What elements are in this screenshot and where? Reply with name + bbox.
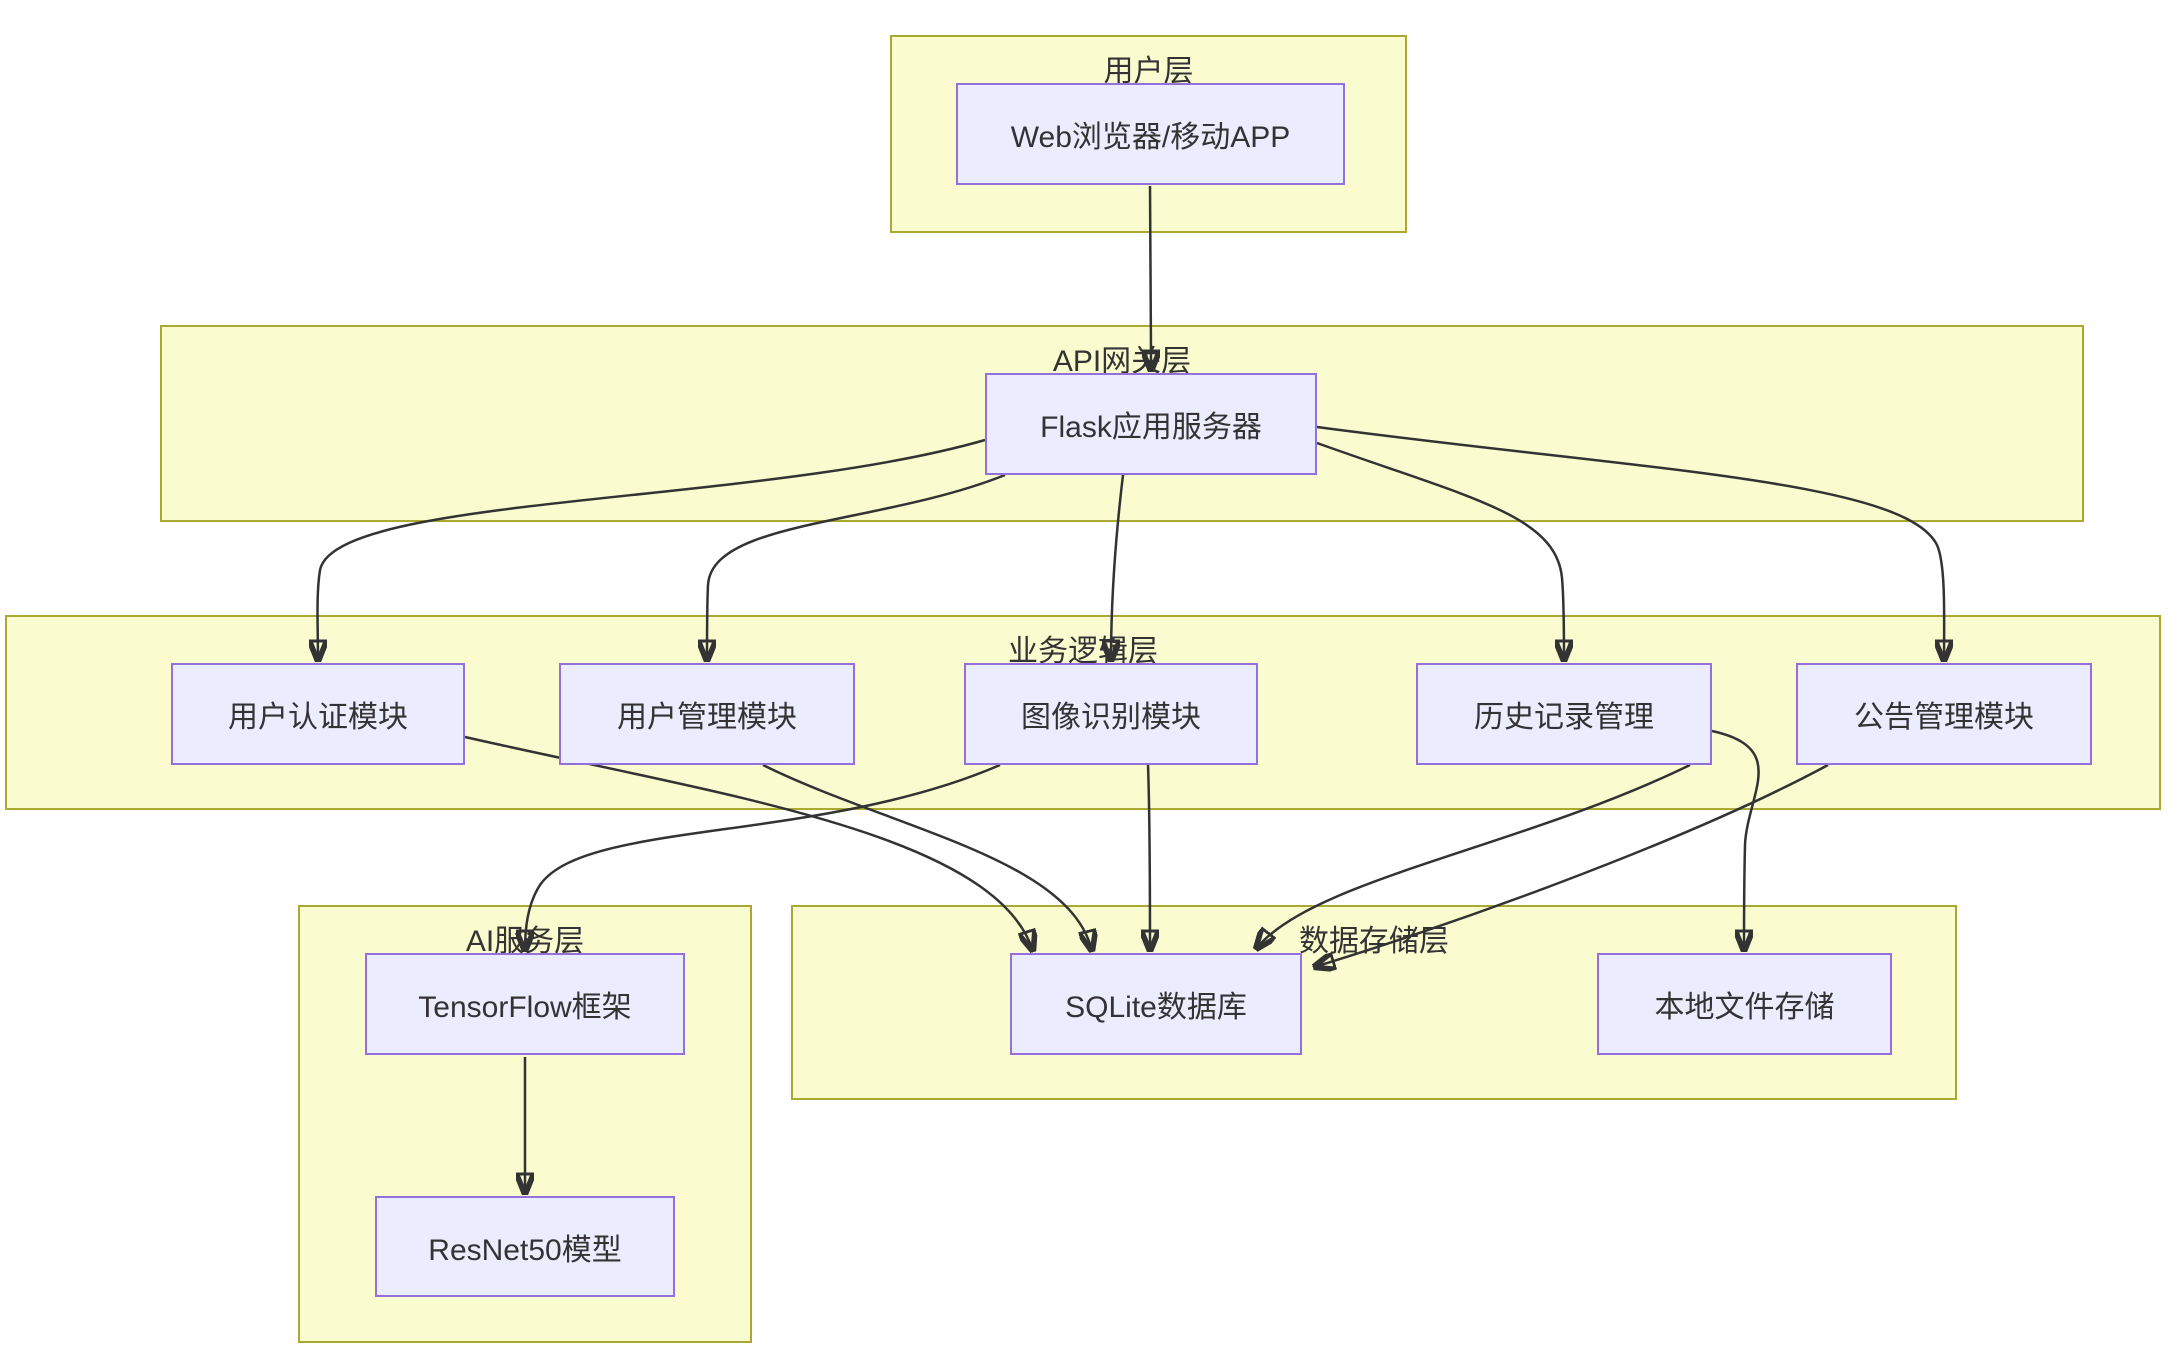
node-announcement-management-module-label: 公告管理模块 [1854,701,2034,734]
node-image-recognition-module: 图像识别模块 [964,663,1258,765]
node-sqlite-database-label: SQLite数据库 [1065,991,1247,1024]
node-local-file-storage-label: 本地文件存储 [1654,991,1835,1024]
cluster-business-logic-layer-label: 业务逻辑层 [1008,635,1158,668]
node-resnet50-model-label: ResNet50模型 [428,1233,622,1267]
node-flask-app-server: Flask应用服务器 [985,373,1317,475]
node-history-record-management-label: 历史记录管理 [1474,701,1654,734]
cluster-user-layer-label: 用户层 [1103,55,1194,88]
node-resnet50-model: ResNet50模型 [375,1196,675,1297]
node-web-browser-mobile-app: Web浏览器/移动APP [956,83,1345,185]
node-user-auth-module-label: 用户认证模块 [228,701,408,734]
node-user-management-module: 用户管理模块 [559,663,855,765]
node-image-recognition-module-label: 图像识别模块 [1021,701,1201,734]
node-tensorflow-framework: TensorFlow框架 [365,953,685,1055]
node-local-file-storage: 本地文件存储 [1597,953,1892,1055]
node-announcement-management-module: 公告管理模块 [1796,663,2092,765]
node-history-record-management: 历史记录管理 [1416,663,1712,765]
cluster-data-storage-layer-label: 数据存储层 [1299,925,1449,958]
node-user-management-module-label: 用户管理模块 [617,701,797,734]
node-user-auth-module: 用户认证模块 [171,663,465,765]
node-sqlite-database: SQLite数据库 [1010,953,1302,1055]
cluster-api-gateway-layer-label: API网关层 [1052,345,1192,378]
node-web-browser-mobile-app-label: Web浏览器/移动APP [1010,121,1291,154]
node-flask-app-server-label: Flask应用服务器 [1040,411,1262,444]
node-tensorflow-framework-label: TensorFlow框架 [418,991,632,1024]
